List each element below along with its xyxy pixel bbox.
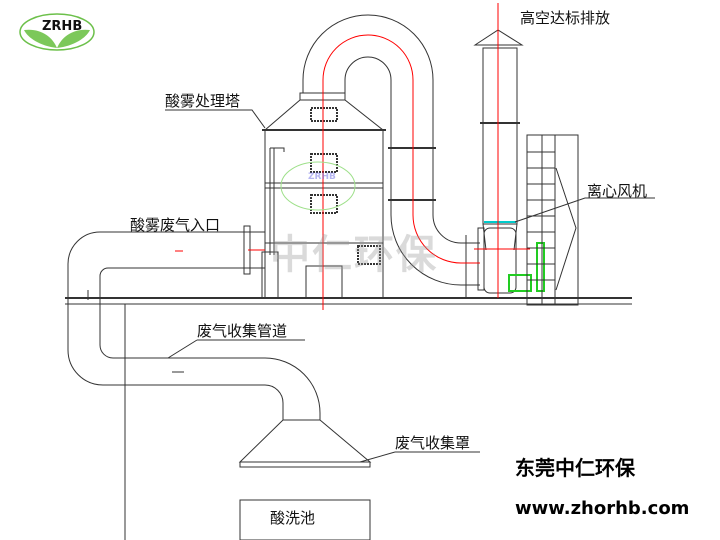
ladder-frame	[526, 134, 579, 306]
leader-lines	[165, 109, 655, 463]
label-hood: 废气收集罩	[395, 434, 471, 452]
logo-icon	[19, 13, 95, 51]
company-name: 东莞中仁环保	[515, 456, 635, 480]
label-exhaust: 高空达标排放	[520, 9, 611, 27]
arch-duct	[302, 14, 485, 298]
centerlines	[248, 3, 530, 310]
centrifugal-fan-motor	[508, 242, 545, 292]
collection-duct	[67, 225, 321, 420]
logo-text: ZRHB	[42, 19, 83, 34]
collection-hood	[238, 419, 372, 468]
company-url: www.zhorhb.com	[515, 498, 690, 519]
label-pool: 酸洗池	[270, 509, 316, 527]
label-fan: 离心风机	[587, 182, 648, 200]
label-inlet: 酸雾废气入口	[130, 216, 221, 234]
label-pipe: 废气收集管道	[197, 322, 288, 340]
acid-pickling-tank	[239, 499, 371, 540]
label-tower: 酸雾处理塔	[165, 92, 241, 110]
acid-mist-tower	[261, 92, 386, 299]
watermark-logo-icon	[280, 161, 356, 211]
watermark-text: 中仁环保	[270, 232, 438, 278]
watermark-logo-text: ZRHB	[308, 172, 336, 182]
